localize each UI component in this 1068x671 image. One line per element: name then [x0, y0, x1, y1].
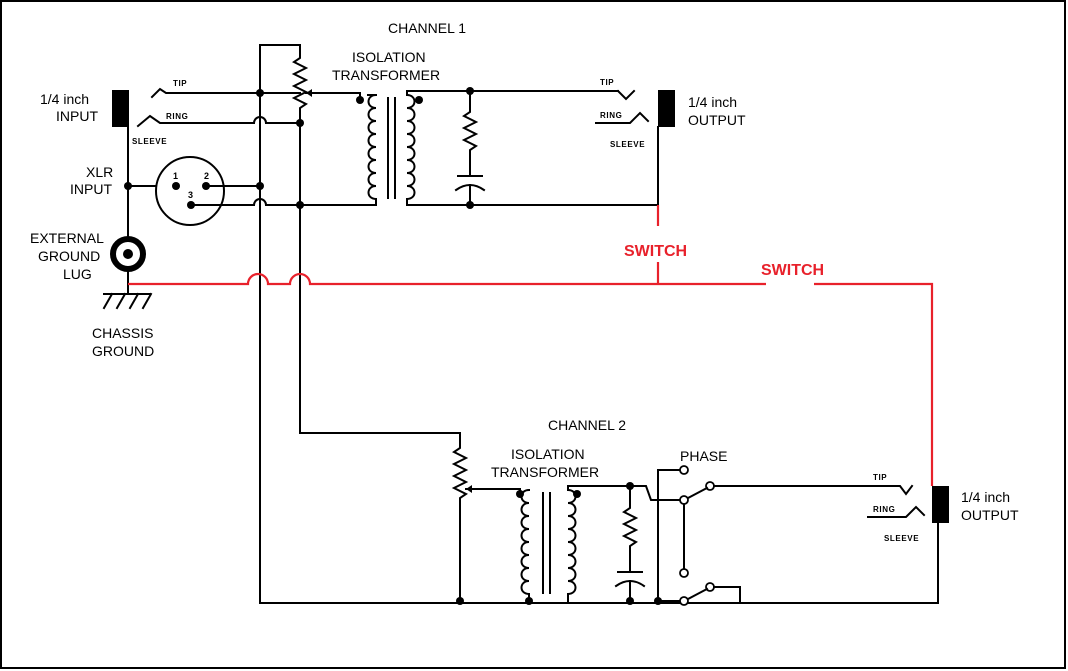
lug-label-line1: EXTERNAL: [30, 230, 104, 246]
xlr-label-line2: INPUT: [70, 181, 112, 197]
ring-wire: [214, 116, 301, 124]
pot2-wiper-wire: [475, 488, 521, 497]
switch1-label: SWITCH: [624, 243, 687, 260]
out2-tip-label: TIP: [873, 473, 887, 482]
channel1-title: CHANNEL 1: [388, 20, 466, 36]
xfmr2-secondary-top: [567, 485, 631, 491]
input-size-label: 1/4 inch: [40, 91, 89, 107]
out1-tip-label: TIP: [600, 78, 614, 87]
xlr-connector: [155, 156, 225, 226]
pot1-wiper-wire: [315, 92, 361, 101]
xlr-pin1-label: 1: [173, 171, 178, 181]
phase-switch: [629, 465, 715, 606]
input-name-label: INPUT: [56, 108, 98, 124]
out2-ring-wire: [713, 586, 741, 602]
volume-pot-2: [451, 432, 477, 604]
rc-network-2: [614, 482, 646, 605]
channel2-title: CHANNEL 2: [548, 417, 626, 433]
iso2-label-line1: ISOLATION: [511, 446, 585, 462]
chassis-label-line1: CHASSIS: [92, 325, 153, 341]
ground-lug: [110, 236, 146, 272]
rc-network-1: [454, 87, 486, 209]
iso1-label-line1: ISOLATION: [352, 49, 426, 65]
transformer-1: [356, 93, 423, 206]
input-ring-label: RING: [166, 112, 188, 121]
chassis-ground-icon: [102, 292, 153, 310]
chassis-label-line2: GROUND: [92, 343, 154, 359]
ground-switch-wiring: [128, 205, 934, 486]
lug-label-line3: LUG: [63, 266, 92, 282]
out2-size-label: 1/4 inch: [961, 489, 1010, 505]
out2-sleeve-label: SLEEVE: [884, 534, 919, 543]
xfmr1-secondary-bottom: [406, 198, 659, 206]
input-jack: [112, 87, 216, 128]
lug-label-line2: GROUND: [38, 248, 100, 264]
volume-pot-1: [291, 44, 317, 124]
iso2-label-line2: TRANSFORMER: [491, 464, 599, 480]
xlr-label-line1: XLR: [86, 164, 113, 180]
out1-size-label: 1/4 inch: [688, 94, 737, 110]
transformer-2: [516, 488, 581, 602]
xlr-pin3-label: 3: [188, 190, 193, 200]
out1-name-label: OUTPUT: [688, 112, 746, 128]
ring-bus-wire: [299, 122, 461, 434]
out2-name-label: OUTPUT: [961, 507, 1019, 523]
output-jack-2: [867, 484, 949, 604]
output-jack-1: [595, 89, 675, 206]
xlr-pin2-label: 2: [204, 171, 209, 181]
phase-label: PHASE: [680, 448, 727, 464]
iso1-label-line2: TRANSFORMER: [332, 67, 440, 83]
out1-sleeve-label: SLEEVE: [610, 140, 645, 149]
input-tip-label: TIP: [173, 79, 187, 88]
out2-ring-label: RING: [873, 505, 895, 514]
xfmr1-secondary-top: [406, 90, 471, 96]
switch2-label: SWITCH: [761, 262, 824, 279]
out1-ring-label: RING: [600, 111, 622, 120]
input-sleeve-label: SLEEVE: [132, 137, 167, 146]
